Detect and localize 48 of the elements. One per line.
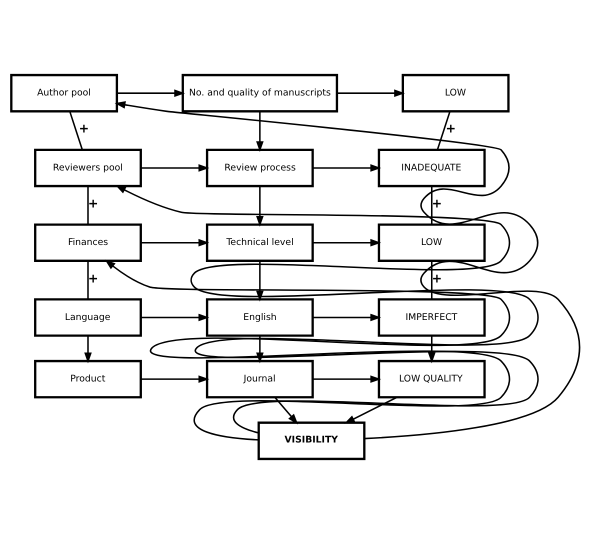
- arrow: [344, 396, 398, 424]
- node-box: Review process: [206, 148, 314, 188]
- edge-label: +: [432, 271, 442, 286]
- arrow: [337, 89, 405, 97]
- node-box: VISIBILITY: [258, 422, 366, 460]
- arrow: [312, 164, 382, 172]
- connector: [436, 111, 451, 150]
- arrow: [256, 186, 264, 227]
- connector: [87, 260, 89, 300]
- node-box: Finances: [34, 223, 142, 262]
- arrow: [312, 375, 382, 383]
- node-box: No. and quality of manuscripts: [182, 74, 338, 112]
- edge-label: +: [88, 196, 98, 210]
- node-box: Product: [34, 360, 142, 398]
- node-box: LOW QUALITY: [378, 360, 486, 398]
- connector: [87, 186, 89, 224]
- arrow: [312, 238, 382, 246]
- edge-label: +: [432, 196, 442, 210]
- node-box: Journal: [206, 360, 314, 398]
- arrow: [114, 101, 580, 440]
- node-box: IMPERFECT: [378, 298, 486, 337]
- arrow: [256, 260, 264, 302]
- arrow: [141, 375, 210, 383]
- arrow: [312, 314, 382, 322]
- node-box: English: [206, 298, 314, 337]
- arrow: [428, 336, 436, 364]
- edge-label: +: [446, 122, 456, 136]
- arrow: [141, 314, 210, 322]
- arrow: [115, 185, 538, 434]
- node-box: Author pool: [10, 74, 118, 112]
- arrow: [141, 238, 210, 246]
- arrow: [256, 111, 264, 152]
- arrow: [117, 89, 186, 97]
- node-box: Reviewers pool: [34, 148, 142, 188]
- edge-label: +: [88, 271, 98, 286]
- arrow: [141, 164, 210, 172]
- connector: [430, 260, 433, 300]
- arrow: [104, 260, 510, 441]
- connector: [69, 111, 84, 150]
- arrow: [84, 336, 92, 364]
- node-box: LOW: [402, 74, 510, 112]
- edge-label: +: [78, 122, 90, 136]
- node-box: Technical level: [206, 223, 314, 262]
- node-box: LOW: [378, 223, 486, 262]
- arrow: [274, 396, 298, 424]
- node-box: INADEQUATE: [378, 148, 486, 188]
- node-box: Language: [34, 298, 142, 337]
- connector: [430, 186, 433, 224]
